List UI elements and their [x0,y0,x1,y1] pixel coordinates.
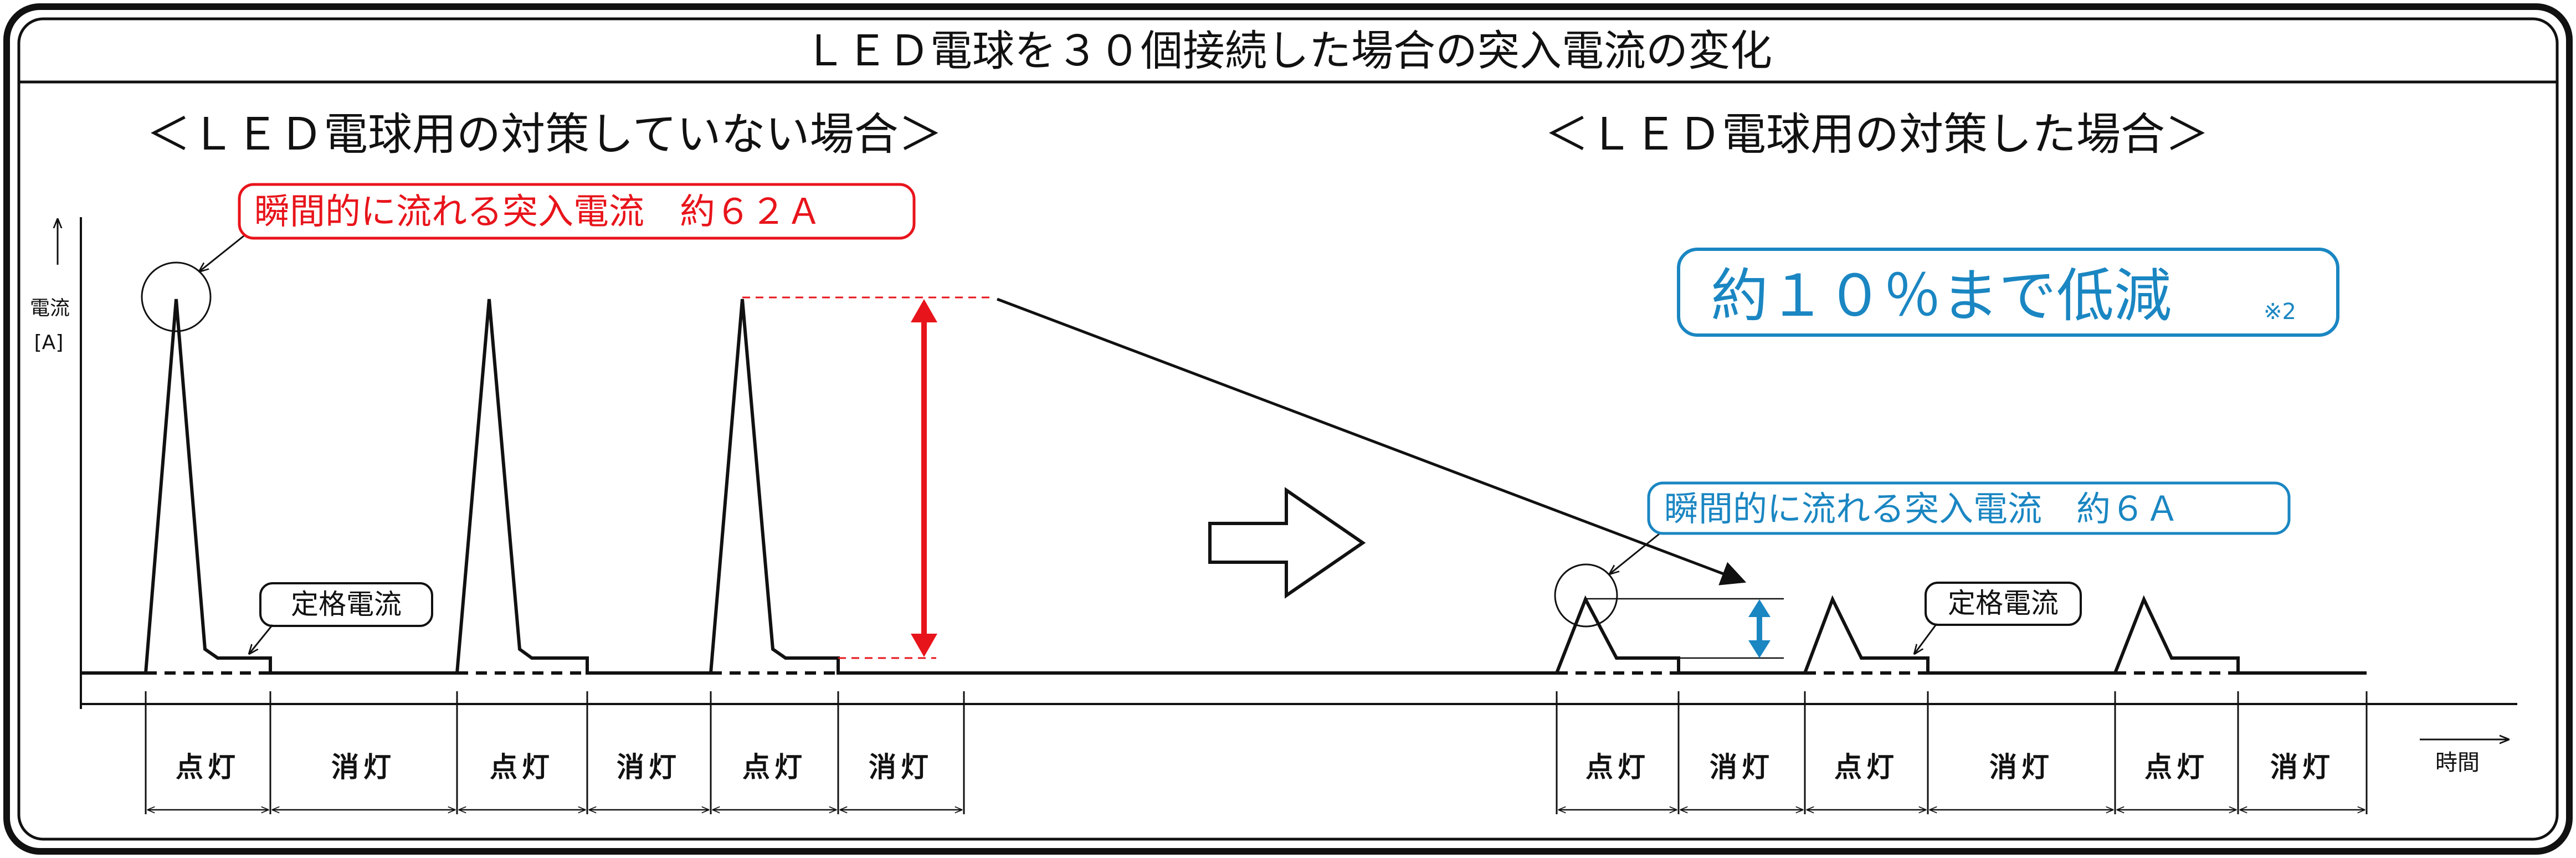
right-seg-label-1: 点灯 [1585,751,1650,783]
right-peak-leader [1610,531,1662,574]
reduction-note: ※2 [2264,299,2296,325]
blue-arrow-head-bottom [1748,640,1771,658]
left-rated-leader [249,624,274,654]
right-waveform [964,595,2367,675]
right-seg-label-6: 消灯 [2270,751,2334,783]
red-arrow-head-bottom [911,634,937,657]
comparison-arrow [997,297,1747,585]
inner-frame [17,17,2559,841]
x-label: 時間 [2435,750,2480,775]
reduction-box [1677,248,2339,337]
left-waveform [82,299,964,675]
left-seg-label-4: 消灯 [617,751,681,783]
right-rated-callout-text: 定格電流 [1948,587,2059,619]
right-peak-callout-text: 瞬間的に流れる突入電流 約６Ａ [1664,489,2179,529]
left-heading: ＜ＬＥＤ電球用の対策していない場合＞ [146,109,943,160]
left-rated-callout-text: 定格電流 [291,588,402,620]
right-segment-ticks [1556,691,2368,814]
right-rated-callout-box [1925,582,2082,626]
right-seg-label-2: 消灯 [1710,751,1774,783]
left-segment-ticks [145,691,965,814]
right-segment-labels: 点灯 消灯 点灯 消灯 点灯 消灯 [1585,751,2334,783]
left-rated-callout-box [259,582,433,627]
reduction-text: 約１０％まで低減 [1711,262,2172,330]
y-label-line2: [A] [34,331,64,354]
left-seg-label-3: 点灯 [490,751,554,783]
blue-arrow-head-top [1748,599,1771,617]
right-rated-leader [1915,623,1938,654]
outer-frame [3,3,2573,855]
diagram-title: ＬＥＤ電球を３０個接続した場合の突入電流の変化 [804,26,1772,75]
transition-arrow [1208,487,1366,599]
left-peak-callout-text: 瞬間的に流れる突入電流 約６２Ａ [254,192,822,233]
y-label-line1: 電流 [30,297,70,320]
left-peak-leader [199,230,250,271]
left-seg-label-5: 点灯 [742,751,807,783]
right-seg-label-4: 消灯 [1989,751,2054,783]
right-seg-label-5: 点灯 [2144,751,2209,783]
left-peak-circle [141,261,212,332]
right-peak-callout-box [1647,481,2291,535]
left-segment-labels: 点灯 消灯 点灯 消灯 点灯 消灯 [176,751,933,783]
right-peak-circle [1554,563,1618,628]
right-seg-label-3: 点灯 [1834,751,1898,783]
left-seg-label-1: 点灯 [176,751,240,783]
left-seg-label-6: 消灯 [869,751,933,783]
left-peak-callout-box [238,183,916,240]
red-arrow-head-top [911,299,937,322]
right-heading: ＜ＬＥＤ電球用の対策した場合＞ [1544,109,2209,160]
left-seg-label-2: 消灯 [331,751,396,783]
